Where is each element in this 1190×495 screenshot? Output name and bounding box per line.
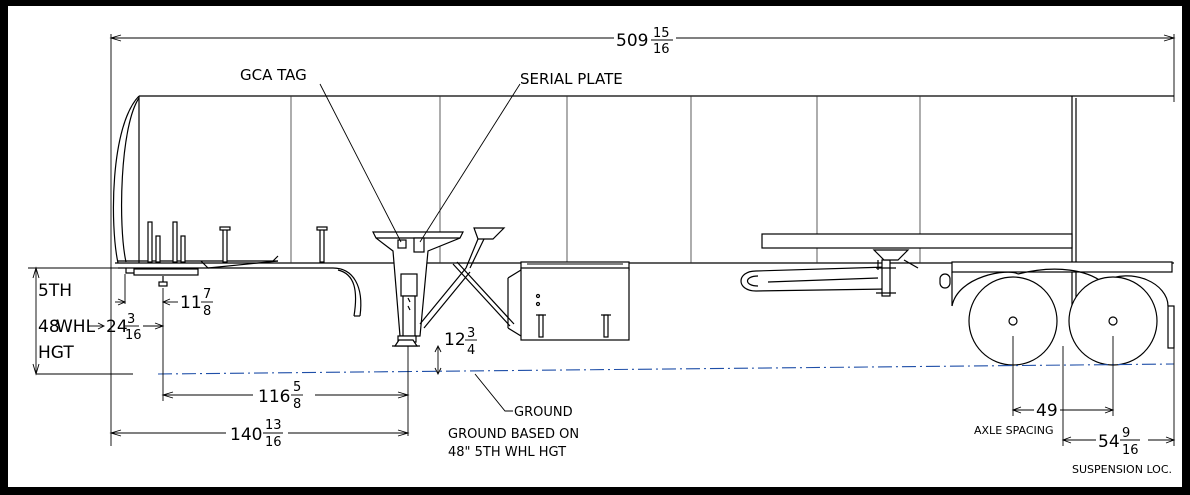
overall-length-den: 16 <box>653 42 670 57</box>
overall-length-num: 15 <box>653 26 670 41</box>
axle-spacing-value: 49 <box>1036 401 1058 421</box>
gca-tag-plate <box>397 239 407 249</box>
fifth-wheel-height-dimension <box>28 266 125 376</box>
leader-lines <box>319 83 521 412</box>
leg-clearance-dimension <box>407 344 442 436</box>
front-frame <box>118 221 362 317</box>
landing-gear-whole: 116 <box>258 387 290 407</box>
offset-num: 7 <box>203 287 211 302</box>
toolbox <box>507 261 630 341</box>
front-distance-whole: 140 <box>230 425 262 445</box>
front-axle-hub <box>1008 316 1018 326</box>
rear-axles <box>951 268 1175 366</box>
height-value: 48 <box>38 317 60 337</box>
overall-label-bg <box>614 26 676 56</box>
suspension-den: 16 <box>1122 443 1139 458</box>
offset-den: 8 <box>203 304 211 319</box>
leg-clearance-num: 3 <box>467 326 475 341</box>
leg-clearance-den: 4 <box>467 343 475 358</box>
offset-whole: 11 <box>180 293 202 313</box>
ground-line <box>36 363 1175 375</box>
front-distance-den: 16 <box>265 435 282 450</box>
tank-body <box>112 95 1174 326</box>
landing-gear-den: 8 <box>293 397 301 412</box>
fifth-wheel-label: 5TH <box>38 281 72 301</box>
trailer-drawing: 509 15 16 <box>28 26 1176 476</box>
drawing-frame: 509 15 16 <box>8 6 1182 487</box>
suspension-whole: 54 <box>1098 432 1120 452</box>
axle-spacing-label: AXLE SPACING <box>974 424 1054 437</box>
kingpin-whole: 24 <box>106 317 128 337</box>
kingpin-dimensions <box>115 274 178 401</box>
suspension-loc-label: SUSPENSION LOC. <box>1072 463 1172 476</box>
serial-plate-label: SERIAL PLATE <box>520 70 623 88</box>
landing-gear-num: 5 <box>293 380 301 395</box>
ground-label: GROUND <box>514 405 573 420</box>
overall-length-whole: 509 <box>616 31 648 51</box>
hose-tube <box>740 259 896 297</box>
rear-axle-hub <box>1108 316 1118 326</box>
rear-frame <box>761 233 1173 306</box>
leg-clearance-whole: 12 <box>444 330 466 350</box>
kingpin-num: 3 <box>127 312 135 327</box>
ground-based-on-label: GROUND BASED ON <box>448 427 579 442</box>
hgt-label: HGT <box>38 343 74 363</box>
rear-bumper <box>1167 305 1175 349</box>
ground-based-height-label: 48" 5TH WHL HGT <box>448 445 566 460</box>
kingpin-den: 16 <box>125 328 142 343</box>
whl-label: WHL <box>56 317 96 337</box>
suspension-num: 9 <box>1122 426 1130 441</box>
gca-tag-label: GCA TAG <box>240 66 307 84</box>
serial-plate <box>413 237 425 253</box>
landing-gear <box>372 227 515 347</box>
front-distance-num: 13 <box>265 418 282 433</box>
